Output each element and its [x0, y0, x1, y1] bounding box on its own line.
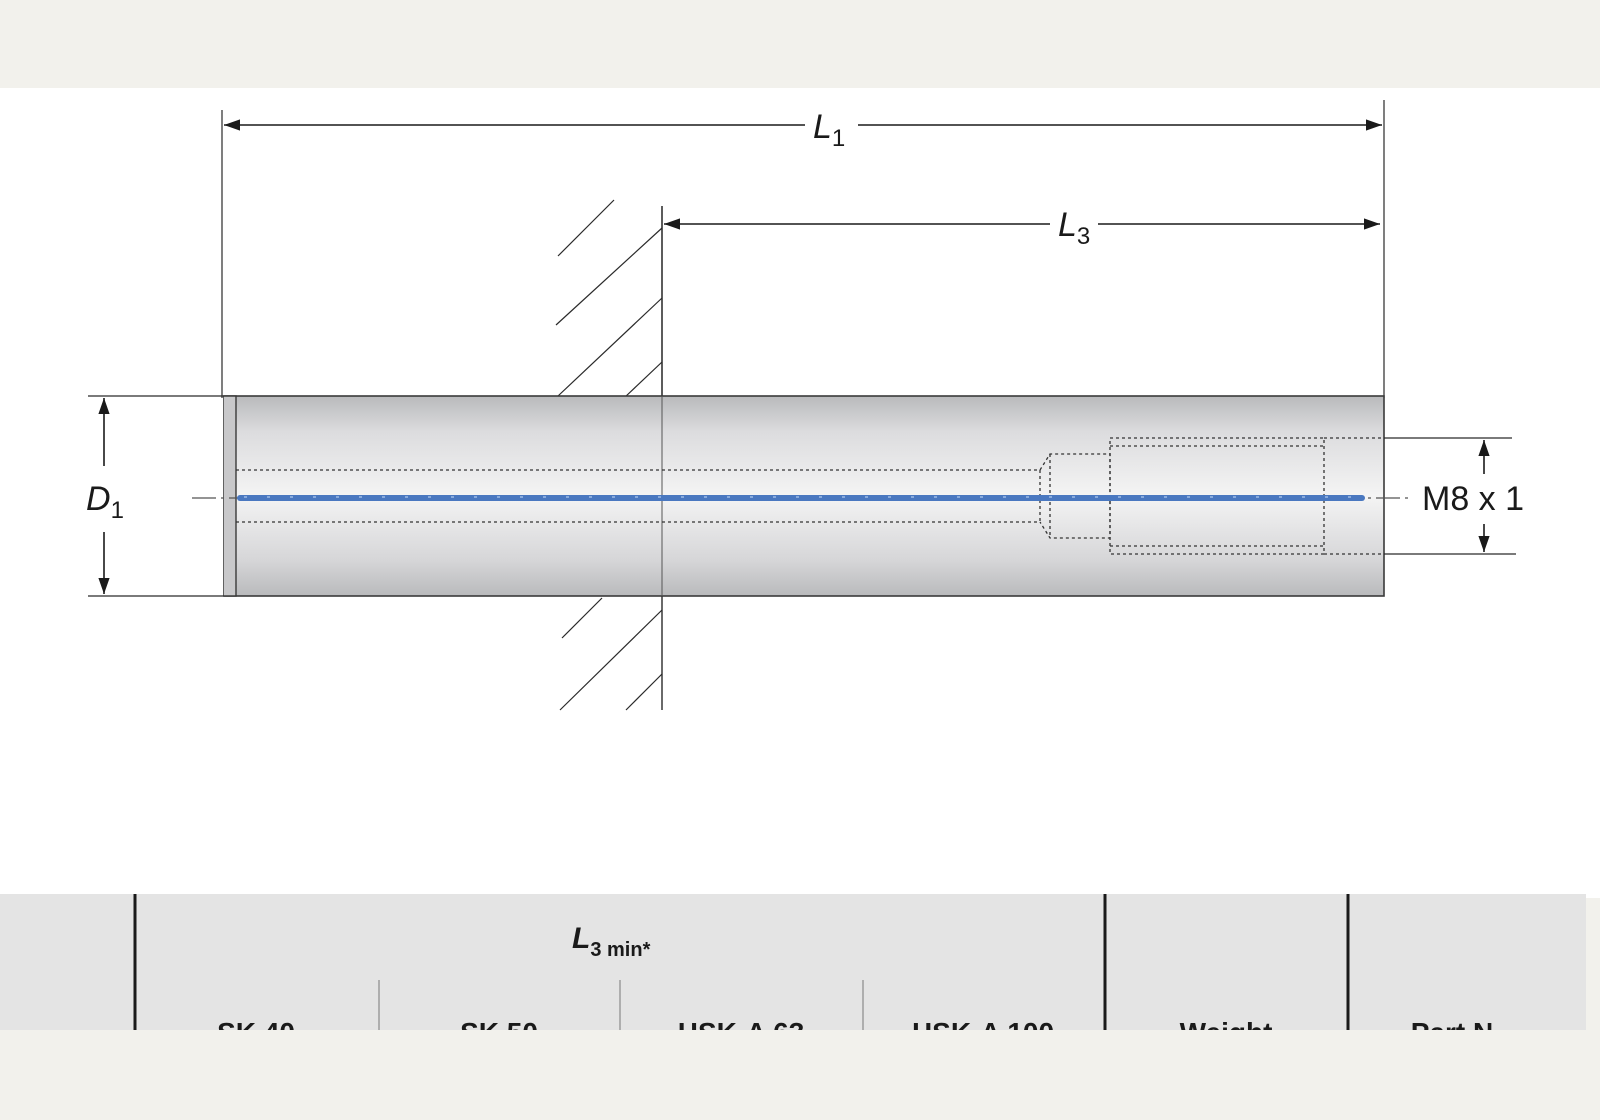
col-header-part-no: Part N	[1411, 1017, 1493, 1030]
col-header-sk40: SK 40	[217, 1017, 295, 1030]
table-group-header: L3 min*	[572, 922, 651, 961]
l1-label: L1	[813, 108, 845, 152]
bottom-margin	[0, 1030, 1600, 1120]
clamping-hatch-upper	[555, 199, 663, 399]
col-header-hska63: HSK-A 63	[678, 1017, 805, 1030]
shank-chamfer	[224, 395, 237, 597]
shank-drawing-svg: L1 L3	[86, 100, 1524, 711]
clamping-hatch-lower	[559, 597, 663, 711]
col-header-weight: Weight	[1180, 1017, 1273, 1030]
col-header-hska100: HSK-A 100	[912, 1017, 1054, 1030]
col-header-sk50: SK 50	[460, 1017, 538, 1030]
d1-label: D1	[86, 480, 124, 524]
technical-drawing: L1 L3	[0, 88, 1600, 898]
dimension-table-svg: L3 min* SK 40 SK 50 HSK-A 63 HSK-A 100 W…	[133, 894, 1493, 1030]
thread-label: M8 x 1	[1422, 480, 1524, 518]
dimension-table: L3 min* SK 40 SK 50 HSK-A 63 HSK-A 100 W…	[0, 894, 1586, 1030]
l3-label: L3	[1058, 206, 1090, 250]
